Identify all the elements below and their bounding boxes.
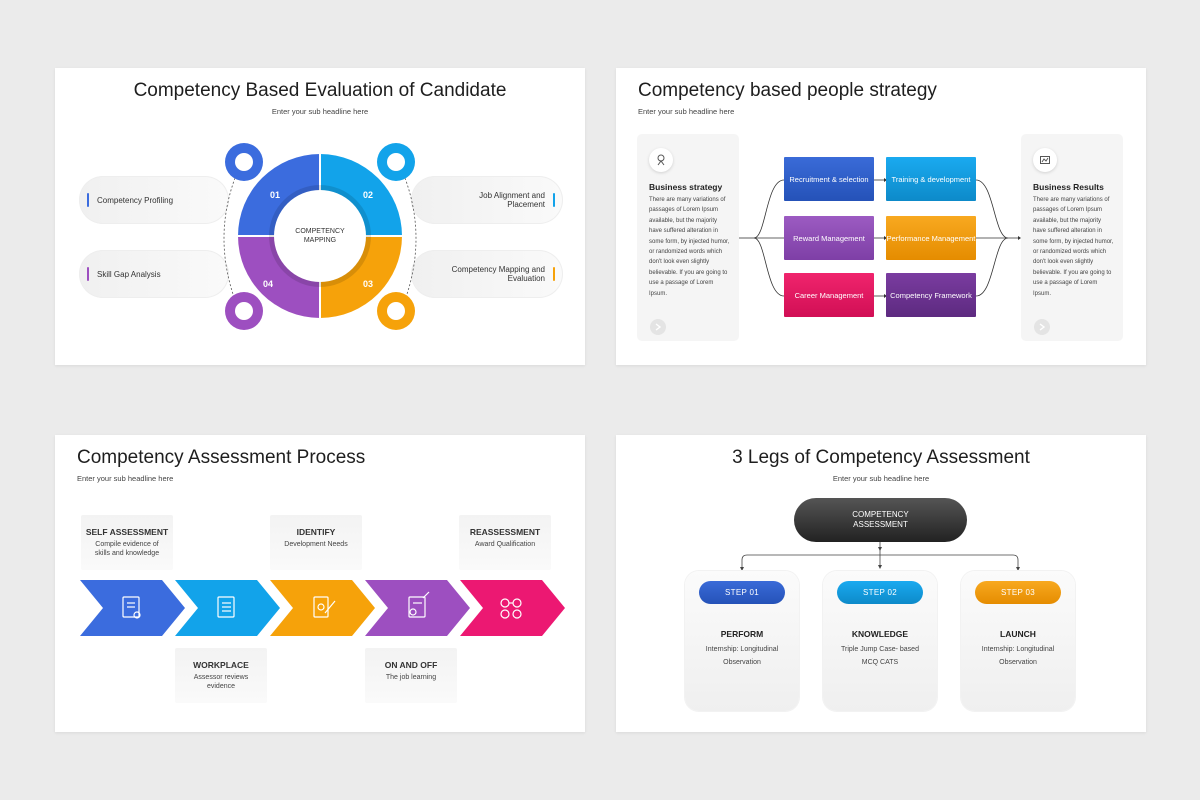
business-results-card: Business Results There are many variatio… <box>1021 134 1123 341</box>
pill-accent <box>553 193 555 207</box>
results-icon <box>1033 148 1057 172</box>
slide-subtitle: Enter your sub headline here <box>271 107 369 116</box>
pill-label: Competency Mapping and Evaluation <box>451 265 545 283</box>
process-arrows <box>80 580 565 636</box>
card-title: Business strategy <box>649 182 723 192</box>
note-body: Award Qualification <box>474 541 536 548</box>
slide-subtitle: Enter your sub headline here <box>638 107 735 116</box>
arrow-right-icon[interactable] <box>1034 319 1050 335</box>
step-body: Internship: Longitudinal Observation <box>981 646 1055 666</box>
note-self-assessment: SELF ASSESSMENT Compile evidence of skil… <box>81 515 173 570</box>
center-circle <box>274 190 366 282</box>
step-badge[interactable]: STEP 03 <box>975 581 1061 604</box>
card-title: Business Results <box>1033 182 1104 192</box>
box-career[interactable]: Career Management <box>784 273 874 317</box>
dashed-arc-left <box>223 177 236 301</box>
document-edit-icon <box>313 596 336 618</box>
mapping-wheel: 01 02 03 04 <box>223 143 417 330</box>
box-performance[interactable]: Performance Management <box>886 216 976 260</box>
quadrant-label-02: 02 <box>363 190 373 200</box>
pill-accent <box>87 267 89 281</box>
pill-label: Skill Gap Analysis <box>97 269 161 279</box>
step-body: Internship: Longitudinal Observation <box>705 646 779 666</box>
step-card-knowledge: STEP 02 KNOWLEDGE Triple Jump Case- base… <box>823 571 937 711</box>
tree-connectors <box>740 542 1020 571</box>
box-competency-framework[interactable]: Competency Framework <box>886 273 976 317</box>
note-workplace: WORKPLACE Assessor reviews evidence <box>175 648 267 703</box>
slide-title: Competency based people strategy <box>638 80 937 101</box>
step-title: PERFORM <box>720 629 764 639</box>
pill-competency-mapping[interactable]: Competency Mapping and Evaluation <box>411 250 563 298</box>
box-recruitment[interactable]: Recruitment & selection <box>784 157 874 201</box>
pill-skill-gap[interactable]: Skill Gap Analysis <box>79 250 229 298</box>
pill-label: Competency Profiling <box>97 195 174 205</box>
network-icon <box>500 598 522 619</box>
arrow-right-icon[interactable] <box>650 319 666 335</box>
report-user-icon <box>408 591 430 618</box>
slide-subtitle: Enter your sub headline here <box>77 474 174 483</box>
slide-competency-evaluation: Competency Based Evaluation of Candidate… <box>55 68 585 365</box>
note-title: ON AND OFF <box>384 660 438 670</box>
slide-title: Competency Based Evaluation of Candidate <box>133 80 507 101</box>
step-card-perform: STEP 01 PERFORM Internship: Longitudinal… <box>685 571 799 711</box>
card-body: There are many variations of passages of… <box>649 197 730 297</box>
note-title: SELF ASSESSMENT <box>85 527 169 537</box>
pill-label: Job Alignment and Placement <box>479 191 545 209</box>
note-body: The job learning <box>385 674 437 681</box>
note-body: Development Needs <box>284 541 348 548</box>
clipboard-icon <box>122 596 141 619</box>
slide-people-strategy: Competency based people strategy Enter y… <box>616 68 1146 365</box>
note-title: WORKPLACE <box>193 660 249 670</box>
step-badge[interactable]: STEP 02 <box>837 581 923 604</box>
pill-accent <box>87 193 89 207</box>
note-title: REASSESSMENT <box>469 527 541 537</box>
box-reward[interactable]: Reward Management <box>784 216 874 260</box>
slide-title: Competency Assessment Process <box>77 447 366 468</box>
pill-competency-profiling[interactable]: Competency Profiling <box>79 176 229 224</box>
dashed-arc-right <box>404 177 417 301</box>
note-identify: IDENTIFY Development Needs <box>270 515 362 570</box>
arrow-step-5 <box>460 580 565 636</box>
note-on-and-off: ON AND OFF The job learning <box>365 648 457 703</box>
note-title: IDENTIFY <box>296 527 336 537</box>
box-training[interactable]: Training & development <box>886 157 976 201</box>
slide-assessment-process: Competency Assessment Process Enter your… <box>55 435 585 732</box>
slide-subtitle: Enter your sub headline here <box>832 474 930 483</box>
step-body: Triple Jump Case- based MCQ CATS <box>841 646 919 666</box>
competency-assessment-node[interactable]: COMPETENCY ASSESSMENT <box>794 498 967 542</box>
step-badge[interactable]: STEP 01 <box>699 581 785 604</box>
quadrant-label-03: 03 <box>363 279 373 289</box>
quadrant-label-04: 04 <box>263 279 273 289</box>
checklist-icon <box>217 596 235 618</box>
strategy-icon <box>649 148 673 172</box>
slide-title: 3 Legs of Competency Assessment <box>732 447 1030 468</box>
strategy-connectors <box>739 178 1021 298</box>
card-body: There are many variations of passages of… <box>1033 197 1114 297</box>
note-body: Compile evidence of skills and knowledge <box>94 541 160 557</box>
arrow-step-3 <box>270 580 375 636</box>
business-strategy-card: Business strategy There are many variati… <box>637 134 739 341</box>
arrow-step-2 <box>175 580 280 636</box>
step-title: KNOWLEDGE <box>851 629 909 639</box>
center-label: COMPETENCY MAPPING <box>295 228 345 244</box>
pill-job-alignment[interactable]: Job Alignment and Placement <box>411 176 563 224</box>
pill-accent <box>553 267 555 281</box>
quadrant-label-01: 01 <box>270 190 280 200</box>
note-reassessment: REASSESSMENT Award Qualification <box>459 515 551 570</box>
arrow-step-1 <box>80 580 185 636</box>
slide-three-legs: 3 Legs of Competency Assessment Enter yo… <box>616 435 1146 732</box>
note-body: Assessor reviews evidence <box>193 674 249 690</box>
step-card-launch: STEP 03 LAUNCH Internship: Longitudinal … <box>961 571 1075 711</box>
step-title: LAUNCH <box>1000 629 1036 639</box>
arrow-step-4 <box>365 580 470 636</box>
